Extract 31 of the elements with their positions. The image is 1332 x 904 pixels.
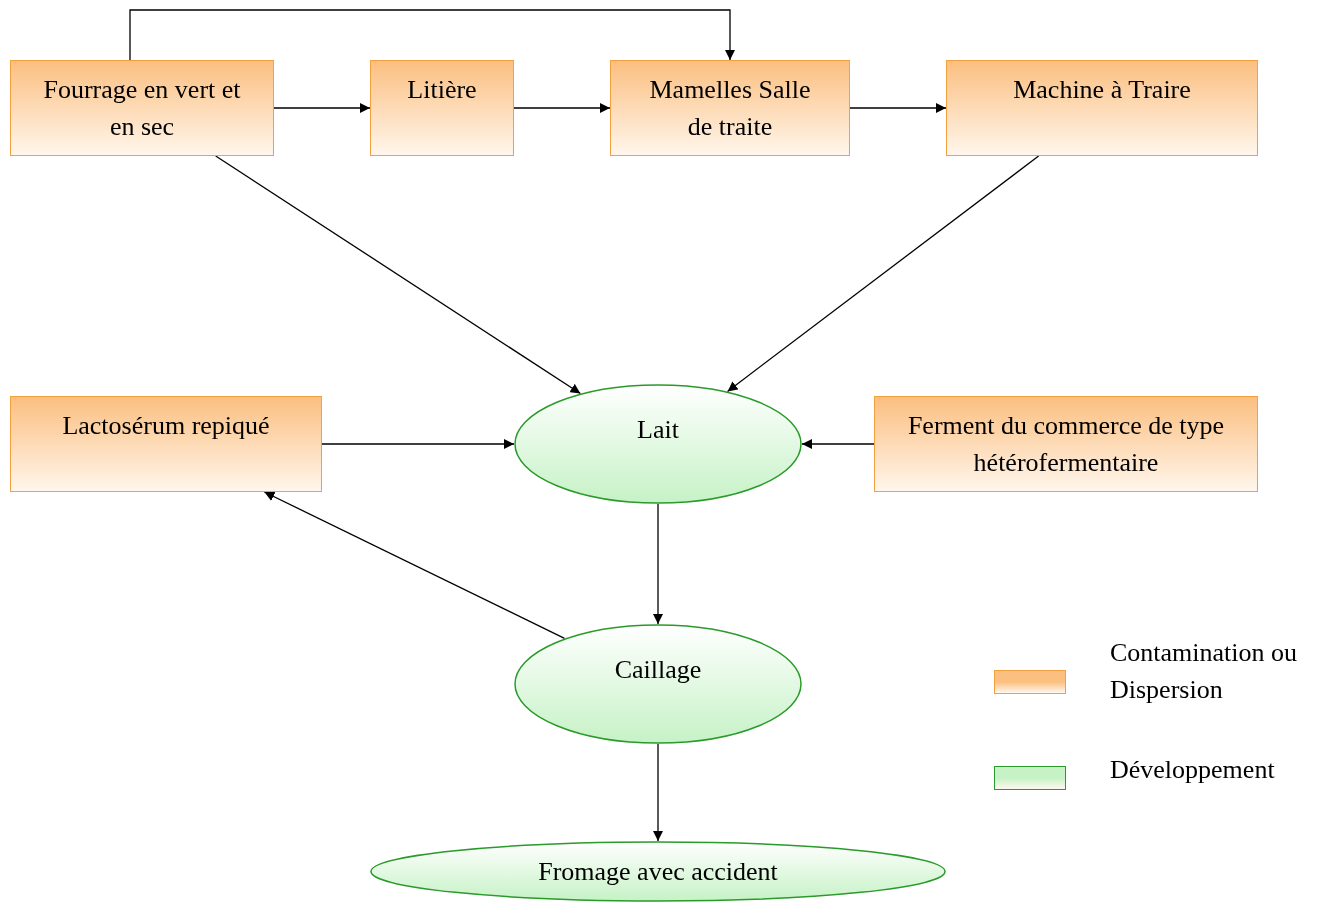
arrow	[653, 503, 663, 625]
process-box	[946, 60, 1258, 156]
node-label: Lactosérum repiqué	[62, 410, 270, 442]
process-box	[370, 60, 514, 156]
process-ellipse	[370, 841, 946, 902]
arrow	[321, 439, 515, 449]
arrow	[801, 439, 875, 449]
legend-label: Contamination ou Dispersion	[1110, 637, 1299, 706]
node-label: Lait	[637, 413, 679, 446]
arrow	[726, 155, 1040, 393]
arrow	[263, 491, 566, 640]
process-box	[10, 60, 274, 156]
node-label: Fourrage en vert et en sec	[42, 74, 242, 143]
arrow	[513, 103, 611, 113]
node-label: Fromage avec accident	[538, 856, 778, 888]
arrow	[129, 9, 735, 61]
process-box	[874, 396, 1258, 492]
node-label: Caillage	[614, 653, 702, 686]
node-label: Machine à Traire	[1013, 74, 1191, 106]
arrow	[273, 103, 371, 113]
process-box	[610, 60, 850, 156]
legend-label: Développement	[1110, 754, 1276, 786]
arrow	[653, 743, 663, 842]
process-ellipse	[514, 624, 802, 744]
process-ellipse	[514, 384, 802, 504]
arrow	[849, 103, 947, 113]
process-box	[10, 396, 322, 492]
arrow	[215, 155, 582, 395]
node-label: Litière	[407, 74, 477, 106]
node-label: Ferment du commerce de type hétérofermentaire	[906, 410, 1226, 479]
node-label: Mamelles Salle de traite	[648, 74, 812, 143]
